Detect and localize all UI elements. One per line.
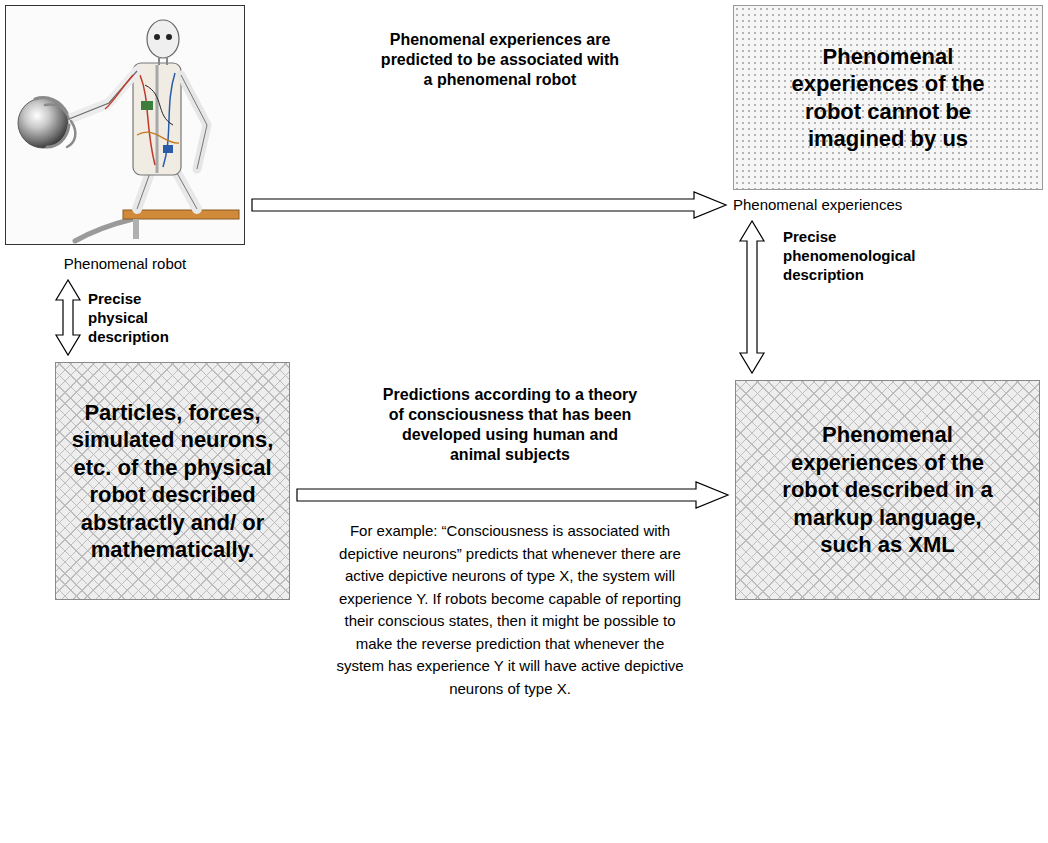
node-caption: Phenomenal experiences [733,196,1043,214]
box-text: Phenomenal experiences of the robot cann… [776,43,1000,153]
block-arrow [56,280,80,355]
physical-box: Particles, forces, simulated neurons, et… [55,362,290,600]
arrow-label: Precise physical description [88,290,198,346]
hatched-box: Particles, forces, simulated neurons, et… [55,362,290,600]
block-arrow [297,482,728,508]
block-arrow [740,221,764,373]
markup-box: Phenomenal experiences of the robot desc… [735,380,1040,600]
node-caption: Phenomenal robot [5,255,245,273]
hatched-box: Phenomenal experiences of the robot desc… [735,380,1040,600]
block-arrow [252,192,726,218]
experience-box: Phenomenal experiences of the robot cann… [733,5,1043,214]
example-note: For example: “Consciousness is associate… [330,520,690,700]
arrow-label: Precise phenomenological description [783,228,948,284]
box-text: Particles, forces, simulated neurons, et… [66,399,279,564]
robot-photo [5,5,245,245]
dotted-box: Phenomenal experiences of the robot cann… [733,5,1043,190]
box-text: Phenomenal experiences of the robot desc… [776,421,999,559]
robot-figure: Phenomenal robot [5,5,245,273]
arrow-label: Phenomenal experiences are predicted to … [375,30,625,90]
arrow-label: Predictions according to a theory of con… [375,385,645,465]
